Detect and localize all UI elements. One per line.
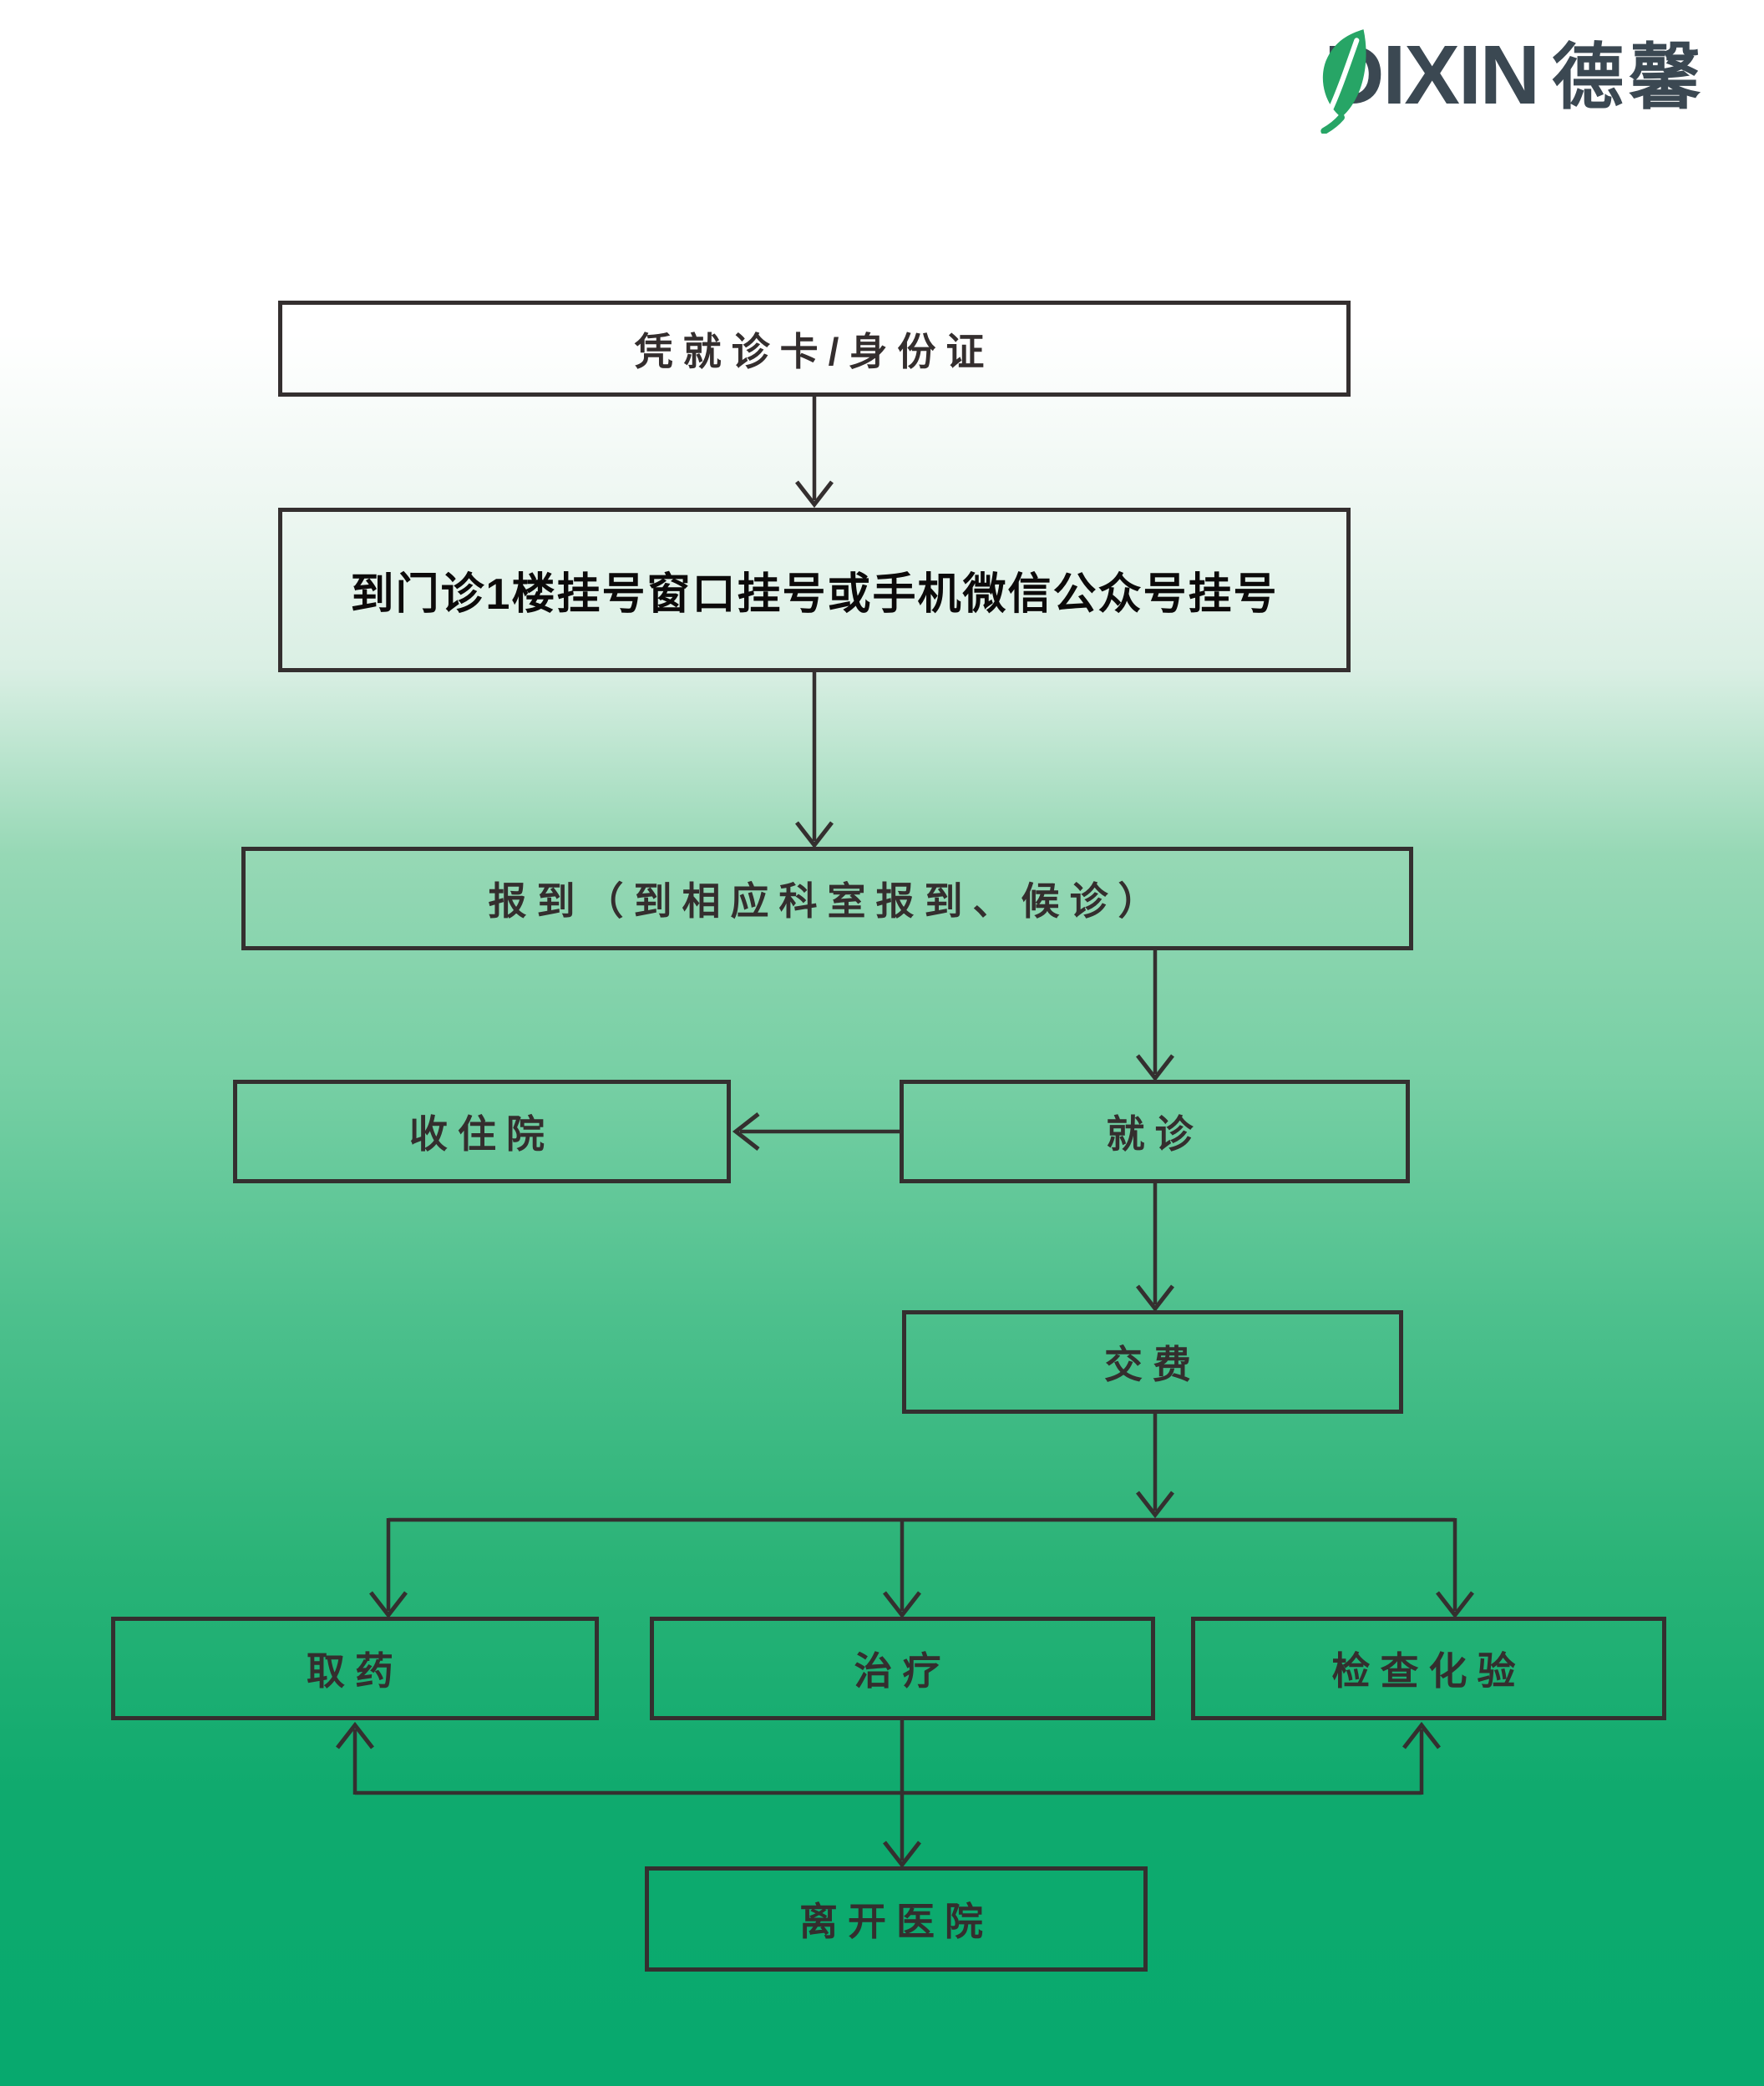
logo-mark: DIXIN bbox=[1320, 29, 1540, 134]
node-leave: 离开医院 bbox=[645, 1866, 1148, 1972]
leaf-icon bbox=[1320, 29, 1366, 134]
node-pharmacy: 取药 bbox=[111, 1617, 599, 1720]
arrowhead-return-pharmacy bbox=[336, 1721, 374, 1749]
node-admit-label: 收住院 bbox=[409, 1112, 555, 1156]
arrowhead-checkin-visit bbox=[1136, 1054, 1174, 1082]
node-checkin: 报到（到相应科室报到、候诊） bbox=[241, 847, 1413, 950]
arrowhead-return-lab bbox=[1402, 1721, 1441, 1749]
arrowhead-pay-branch bbox=[1136, 1491, 1174, 1519]
node-visit-label: 就诊 bbox=[1106, 1112, 1204, 1156]
arrowhead-treatment-leave bbox=[883, 1840, 921, 1869]
node-card-label: 凭就诊卡/身份证 bbox=[634, 329, 995, 373]
arrowhead-visit-admit bbox=[732, 1112, 760, 1151]
node-pay: 交费 bbox=[902, 1310, 1403, 1414]
node-leave-label: 离开医院 bbox=[799, 1900, 993, 1943]
node-card: 凭就诊卡/身份证 bbox=[278, 301, 1351, 397]
logo: DIXIN 德馨 bbox=[1320, 29, 1706, 134]
node-admit: 收住院 bbox=[233, 1080, 731, 1183]
arrowhead-branch-treatment bbox=[883, 1591, 921, 1619]
node-register: 到门诊1楼挂号窗口挂号或手机微信公众号挂号 bbox=[278, 508, 1351, 672]
node-checkin-label: 报到（到相应科室报到、候诊） bbox=[488, 879, 1167, 923]
node-lab-label: 检查化验 bbox=[1331, 1649, 1526, 1693]
node-visit: 就诊 bbox=[900, 1080, 1410, 1183]
node-pay-label: 交费 bbox=[1104, 1343, 1201, 1386]
arrowhead-branch-pharmacy bbox=[369, 1591, 408, 1619]
arrowhead-card-register bbox=[795, 480, 834, 509]
node-pharmacy-label: 取药 bbox=[307, 1649, 403, 1693]
arrowhead-register-checkin bbox=[795, 821, 834, 849]
arrowhead-branch-lab bbox=[1436, 1591, 1474, 1619]
node-treatment-label: 治疗 bbox=[854, 1649, 951, 1693]
arrowhead-visit-pay bbox=[1136, 1284, 1174, 1313]
node-register-label: 到门诊1楼挂号窗口挂号或手机微信公众号挂号 bbox=[350, 570, 1279, 619]
node-lab: 检查化验 bbox=[1191, 1617, 1666, 1720]
node-treatment: 治疗 bbox=[650, 1617, 1155, 1720]
logo-text-cn: 德馨 bbox=[1552, 38, 1706, 118]
